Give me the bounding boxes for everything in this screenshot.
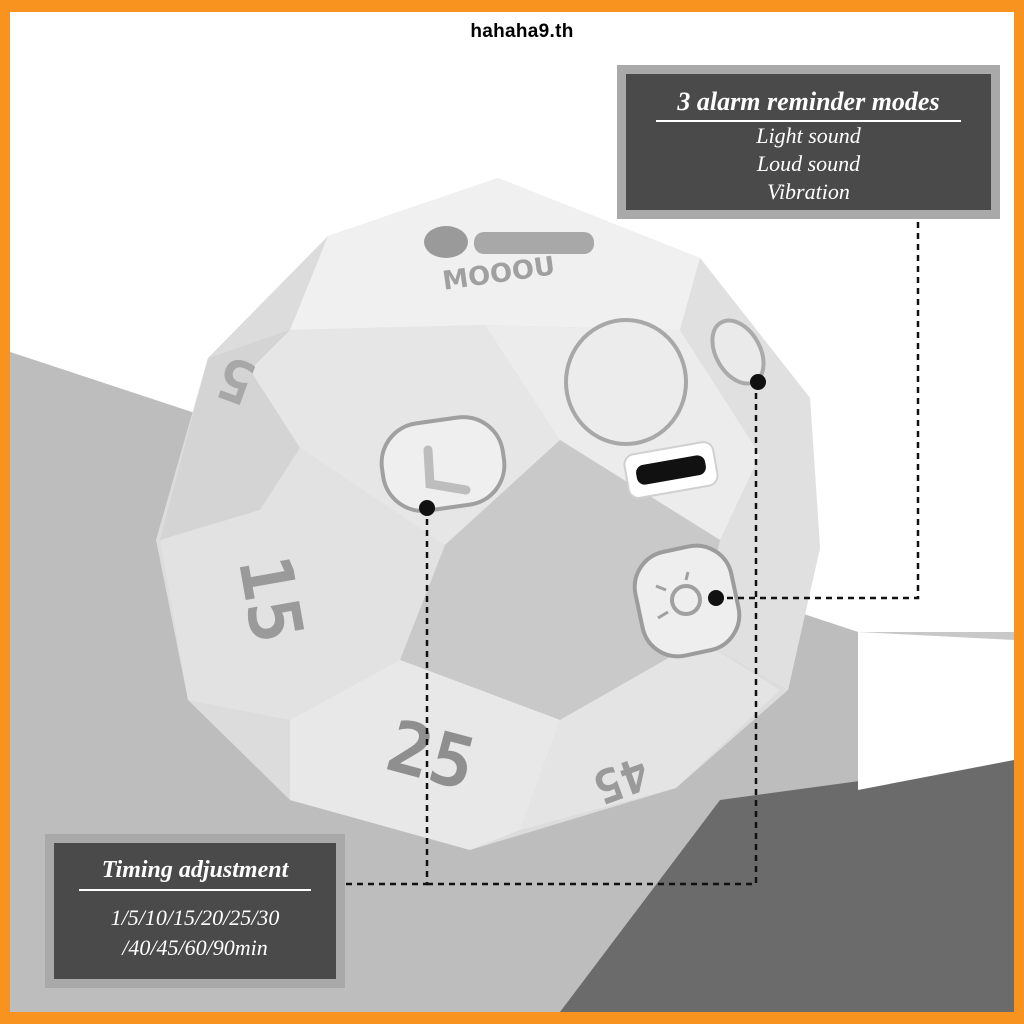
background-white-strip xyxy=(858,632,1014,790)
leader-dot-side-button xyxy=(750,374,766,390)
timing-adjustment-title: Timing adjustment xyxy=(79,856,311,891)
sound-mode-icon xyxy=(655,571,702,620)
usb-c-port-slot xyxy=(636,455,706,485)
dice-bottom-face-25 xyxy=(290,660,560,850)
callout-leader-lines xyxy=(335,207,920,886)
sound-mode-button xyxy=(632,543,742,659)
timing-adjustment-callout: Timing adjustment 1/5/10/15/20/25/30 /40… xyxy=(45,834,345,988)
face-number-15: 15 xyxy=(222,549,320,649)
dice-left-face-5 xyxy=(160,330,300,540)
alarm-mode-item: Loud sound xyxy=(756,151,861,176)
leader-dot-time-button xyxy=(419,500,435,516)
background-dark-plane xyxy=(560,760,1014,1012)
clock-hands-icon xyxy=(423,445,471,495)
leader-dot-sound-button xyxy=(708,590,724,606)
time-adjust-button xyxy=(379,415,507,513)
dice-bottom-right-face-45 xyxy=(520,640,780,830)
start-button xyxy=(564,318,688,446)
alarm-modes-title: 3 alarm reminder modes xyxy=(656,87,961,122)
alarm-mode-item: Light sound xyxy=(756,123,861,148)
alarm-mode-item: Vibration xyxy=(767,179,850,204)
alarm-modes-callout: 3 alarm reminder modes Light sound Loud … xyxy=(617,65,1000,219)
dice-left-face-15 xyxy=(160,448,445,720)
timing-range-line-1: 1/5/10/15/20/25/30 xyxy=(110,905,280,930)
watermark: hahaha9.th xyxy=(470,21,574,42)
timing-range-line-2: /40/45/60/90min xyxy=(122,935,268,960)
dice-bottom-shadow-face xyxy=(400,440,720,720)
svg-text:15: 15 xyxy=(222,549,320,649)
